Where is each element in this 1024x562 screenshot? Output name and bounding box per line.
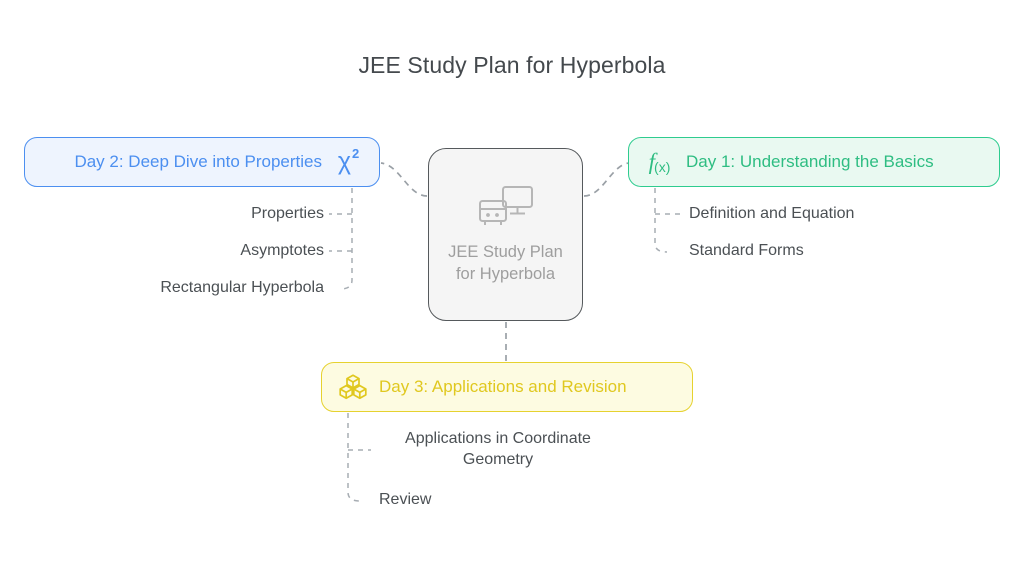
connector-day2-spine [339, 188, 353, 290]
central-node-label: JEE Study Plan for Hyperbola [448, 242, 563, 283]
branch-node-day2-label: Day 2: Deep Dive into Properties [74, 152, 322, 171]
branch-node-day3-label: Day 3: Applications and Revision [379, 377, 627, 396]
leaf-item: Review [379, 491, 432, 508]
leaf-item: Applications in Coordinate Geometry [405, 430, 591, 468]
branch-node-day1-label: Day 1: Understanding the Basics [686, 152, 934, 171]
leaf-item: Properties [251, 205, 324, 222]
leaf-item: Standard Forms [689, 242, 804, 259]
cubes-icon [338, 372, 368, 402]
connector-day3-spine [347, 413, 361, 502]
branch-node-day2[interactable]: Day 2: Deep Dive into Properties χ2 [24, 137, 380, 187]
fx-function-icon: f(x) [648, 148, 671, 175]
page-title: JEE Study Plan for Hyperbola [358, 52, 666, 78]
leaf-item: Asymptotes [240, 242, 324, 259]
branch-node-day3[interactable]: Day 3: Applications and Revision [321, 362, 693, 412]
central-node[interactable]: JEE Study Plan for Hyperbola [428, 148, 583, 321]
connector-day1-spine [654, 188, 668, 253]
chi-squared-icon: χ2 [337, 146, 360, 176]
leaf-item: Rectangular Hyperbola [160, 279, 324, 296]
leaf-item: Definition and Equation [689, 205, 855, 222]
monitor-and-server-icon [478, 185, 534, 232]
connector-central-to-day2 [380, 162, 428, 197]
connector-central-to-day1 [583, 162, 630, 197]
branch-node-day1[interactable]: f(x) Day 1: Understanding the Basics [628, 137, 1000, 187]
